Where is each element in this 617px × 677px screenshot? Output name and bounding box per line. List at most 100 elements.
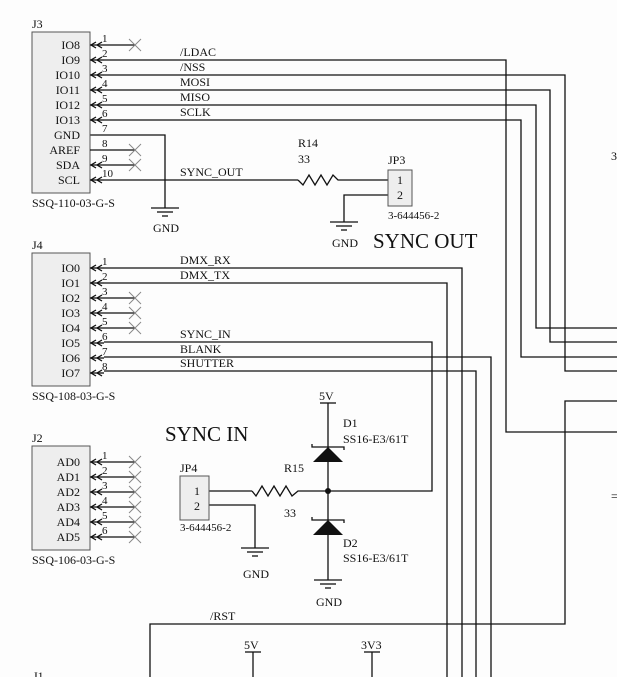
d1-ref: D1 [343,416,358,430]
power-5v-bottom: 5V [244,638,261,653]
resistor-r15[interactable] [251,484,328,498]
pin-name: IO1 [61,276,80,290]
pin-name: IO0 [61,261,80,275]
no-connect-icon [128,530,142,544]
diode-d2[interactable] [311,517,345,535]
r15-ref: R15 [284,461,304,475]
d2-ref: D2 [343,536,358,550]
diode-d1[interactable] [311,444,345,462]
diode-d2-cathode-bar [311,517,345,523]
pin-name: IO13 [55,113,80,127]
net-dmx-tx: DMX_TX [180,268,230,282]
pin-number: 6 [102,525,108,537]
pin-name: SDA [56,158,80,172]
junction-dot [325,488,331,494]
jp3-connector[interactable] [387,169,413,207]
wire-dmx-tx [104,282,448,677]
diode-d1-body [313,447,343,462]
title-sync-in: SYNC IN [165,422,248,446]
j2-body [31,445,91,551]
j3-part: SSQ-110-03-G-S [32,196,115,210]
pin-number: 2 [102,48,108,60]
wire-miso [104,104,617,329]
wire-mosi [104,89,617,343]
pin-name: IO2 [61,291,80,305]
pin-number: 4 [102,301,108,313]
no-connect-icon [128,143,142,157]
no-connect-icon [128,515,142,529]
wire-jp3-gnd [343,194,388,222]
r14-value: 33 [298,152,310,166]
pin-number: 1 [102,450,108,462]
net-rst: /RST [210,609,236,623]
pin-number: 5 [102,93,108,105]
diode-d1-cathode-bar [311,444,345,450]
wire-sclk [104,119,617,358]
no-connect-stroke [128,530,142,544]
jp3-part: 3-644456-2 [388,210,439,222]
jp4-connector[interactable] [179,475,210,521]
pin-number: 6 [102,331,108,343]
pin-number: 5 [102,510,108,522]
jp4-pin1: 1 [194,484,200,498]
pin-name: IO11 [56,83,80,97]
title-sync-out: SYNC OUT [373,229,478,253]
no-connect-stroke [128,470,142,484]
pin-name: AD2 [57,485,80,499]
wire-jp4-gnd [209,504,256,548]
no-connect-icon [128,158,142,172]
pin-name: AREF [49,143,80,157]
pin-name: IO8 [61,38,80,52]
j2-ref: J2 [32,431,43,445]
pin-name: IO9 [61,53,80,67]
no-connect-stroke [128,500,142,514]
jp3-ref: JP3 [388,153,405,167]
d2-part: SS16-E3/61T [343,551,409,565]
pin-name: IO3 [61,306,80,320]
j3-ref: J3 [32,17,43,31]
net-ldac: /LDAC [180,45,216,59]
ground-symbol: GND [151,207,179,235]
pin-name: AD3 [57,500,80,514]
d1-part: SS16-E3/61T [343,432,409,446]
j2-part: SSQ-106-03-G-S [32,553,115,567]
resistor-r14[interactable] [297,173,340,187]
pin-number: 4 [102,78,108,90]
j4-body [31,252,91,387]
pin-number: 8 [102,138,108,150]
power-5v-label: 5V [244,638,259,652]
net-blank: BLANK [180,342,222,356]
pin-name: IO7 [61,366,80,380]
power-5v-label: 5V [319,389,334,403]
pin-number: 5 [102,316,108,328]
no-connect-stroke [128,455,142,469]
ground-symbol: GND [241,547,269,581]
ground-symbol: GND [314,579,342,609]
edge-text-a: 3 [611,149,617,163]
net-sync-in: SYNC_IN [180,327,231,341]
pin-name: SCL [58,173,80,187]
no-connect-stroke [128,515,142,529]
no-connect-icon [128,500,142,514]
pin-name: AD4 [57,515,80,529]
wire-rst [149,400,617,677]
pin-name: IO4 [61,321,80,335]
pin-number: 4 [102,495,108,507]
pin-number: 1 [102,256,108,268]
jp4-pin2: 2 [194,499,200,513]
wire-ldac [104,59,617,433]
j3-body [31,31,91,194]
no-connect-stroke [128,38,142,52]
gnd-label: GND [332,236,358,250]
gnd-label: GND [153,221,179,235]
pin-number: 2 [102,465,108,477]
no-connect-icon [128,321,142,335]
pin-number: 3 [102,63,108,75]
no-connect-stroke [128,321,142,335]
wire-dmx-rx [104,267,463,677]
no-connect-stroke [128,291,142,305]
